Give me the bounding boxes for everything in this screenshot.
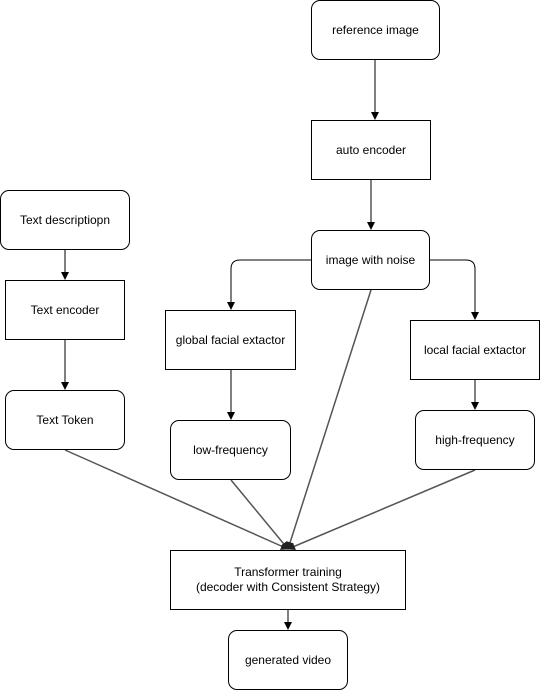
edge-noise-to-transformer [286,289,372,550]
node-image-with-noise[interactable]: image with noise [311,230,430,290]
node-high-frequency[interactable]: high-frequency [415,410,535,470]
node-transformer-training[interactable]: Transformer training (decoder with Consi… [170,550,406,610]
edge-high-to-transformer [287,469,476,550]
edge-noise-to-global [227,259,311,310]
node-text-token[interactable]: Text Token [5,390,125,450]
transformer-training-subtitle: (decoder with Consistent Strategy) [195,580,381,594]
node-local-facial-extractor[interactable]: local facial extactor [410,320,540,380]
node-generated-video[interactable]: generated video [228,630,348,690]
node-auto-encoder[interactable]: auto encoder [311,120,431,180]
node-text-description[interactable]: Text descriptiopn [0,190,130,250]
node-reference-image[interactable]: reference image [311,0,440,60]
edge-low-to-transformer [230,479,289,550]
node-text-encoder[interactable]: Text encoder [5,280,125,340]
node-global-facial-extractor[interactable]: global facial extactor [165,310,296,370]
edge-token-to-transformer [64,449,289,550]
node-low-frequency[interactable]: low-frequency [170,420,291,480]
transformer-training-title: Transformer training [234,565,342,579]
edge-noise-to-local [430,259,479,320]
